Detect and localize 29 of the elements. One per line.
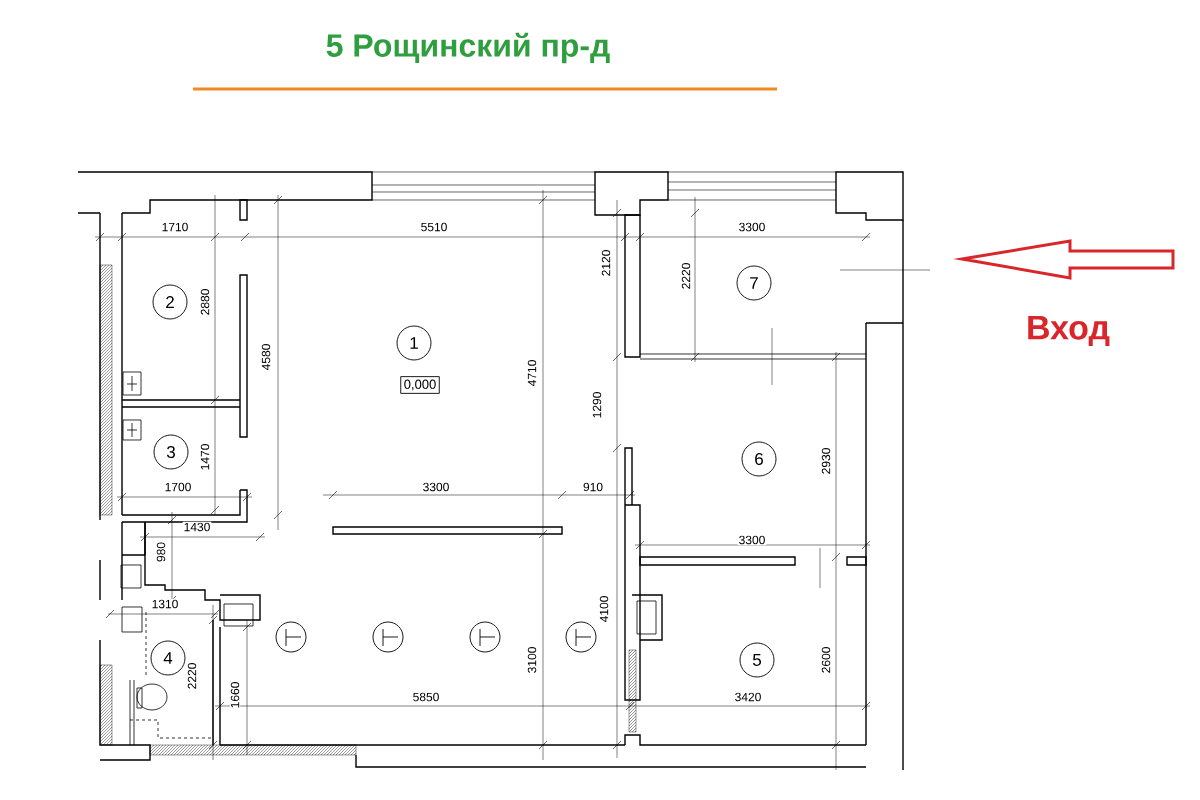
room-number: 5	[739, 642, 775, 678]
dimension-label: 3420	[733, 691, 763, 703]
dimension-label: 2120	[600, 248, 612, 278]
dimension-label: 980	[155, 541, 167, 563]
title: 5 Рощинский пр-д	[326, 32, 610, 64]
dimension-label: 4580	[260, 342, 272, 372]
room-number: 1	[396, 325, 432, 361]
dimension-label: 4710	[526, 358, 538, 388]
entrance-label: Вход	[1028, 315, 1110, 347]
dimension-label: 2220	[680, 261, 692, 291]
level-mark: 0,000	[400, 376, 440, 394]
dimension-label: 5510	[419, 221, 449, 233]
dimension-label: 1660	[229, 680, 241, 710]
dimension-label: 2220	[186, 661, 198, 691]
dimension-label: 5850	[411, 691, 441, 703]
dimension-label: 4100	[598, 594, 610, 624]
dimension-label: 1710	[160, 221, 190, 233]
dimension-label: 3100	[526, 645, 538, 675]
room-number: 7	[736, 265, 772, 301]
room-number: 2	[152, 284, 188, 320]
room-number: 4	[150, 640, 186, 676]
room-number: 3	[153, 434, 189, 470]
room-number: 6	[741, 441, 777, 477]
dimension-label: 1430	[182, 521, 212, 533]
dimension-label: 1700	[163, 481, 193, 493]
dimension-label: 910	[582, 481, 604, 493]
dimension-label: 1290	[591, 390, 603, 420]
dimension-label: 3300	[421, 481, 451, 493]
dimension-label: 3300	[737, 534, 767, 546]
